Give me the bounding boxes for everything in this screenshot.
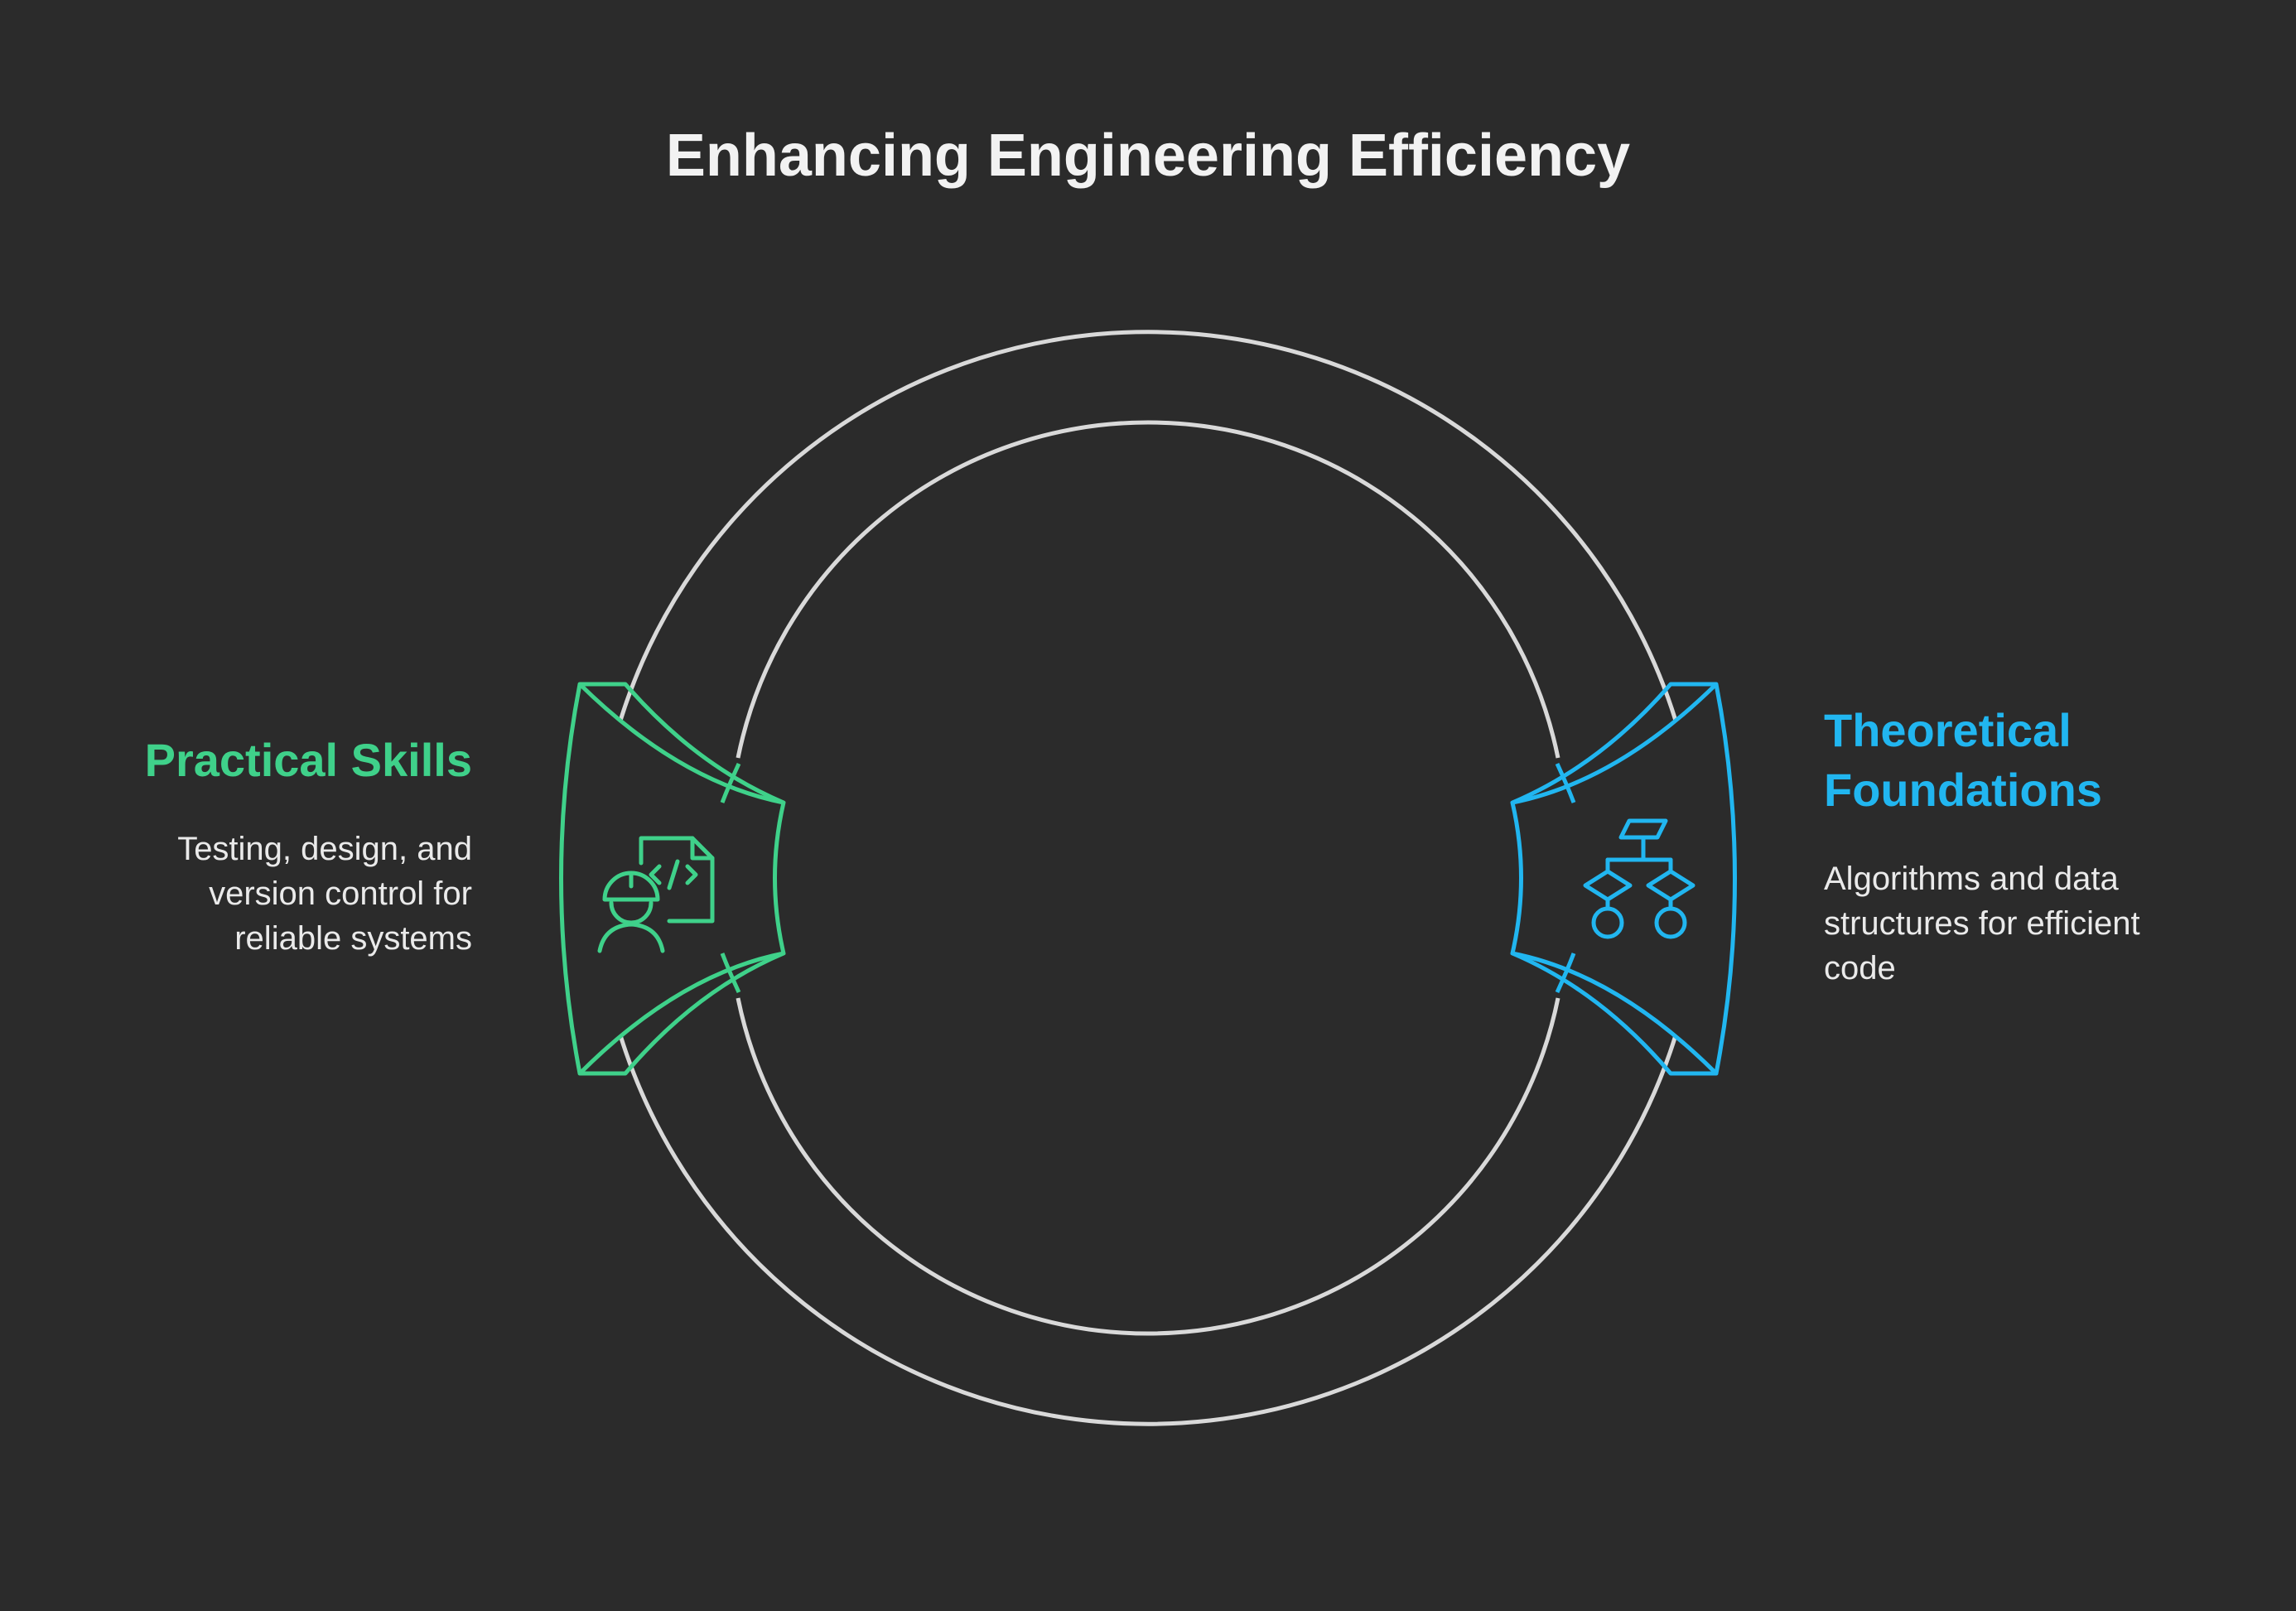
ring-outer-bottom-arc	[618, 1035, 1678, 1426]
theoretical-foundations-heading: Theoretical Foundations	[1824, 704, 2102, 816]
ring-inner-bottom-arc	[736, 997, 1560, 1336]
cycle-ring	[618, 330, 1678, 1426]
ring-outer-top-arc	[618, 330, 1678, 721]
page-title: Enhancing Engineering Efficiency	[665, 123, 1631, 189]
theoretical-foundations-connector	[1510, 682, 1737, 1076]
practical-skills-connector	[559, 682, 786, 1076]
theoretical-foundations-description: Algorithms and data structures for effic…	[1824, 861, 2140, 986]
engineer-with-code-document-icon	[597, 836, 715, 953]
practical-skills-description: Testing, design, and version control for…	[177, 831, 472, 957]
ring-inner-top-arc	[736, 420, 1560, 759]
flowchart-icon	[1583, 818, 1695, 939]
practical-skills-heading: Practical Skills	[144, 734, 472, 786]
